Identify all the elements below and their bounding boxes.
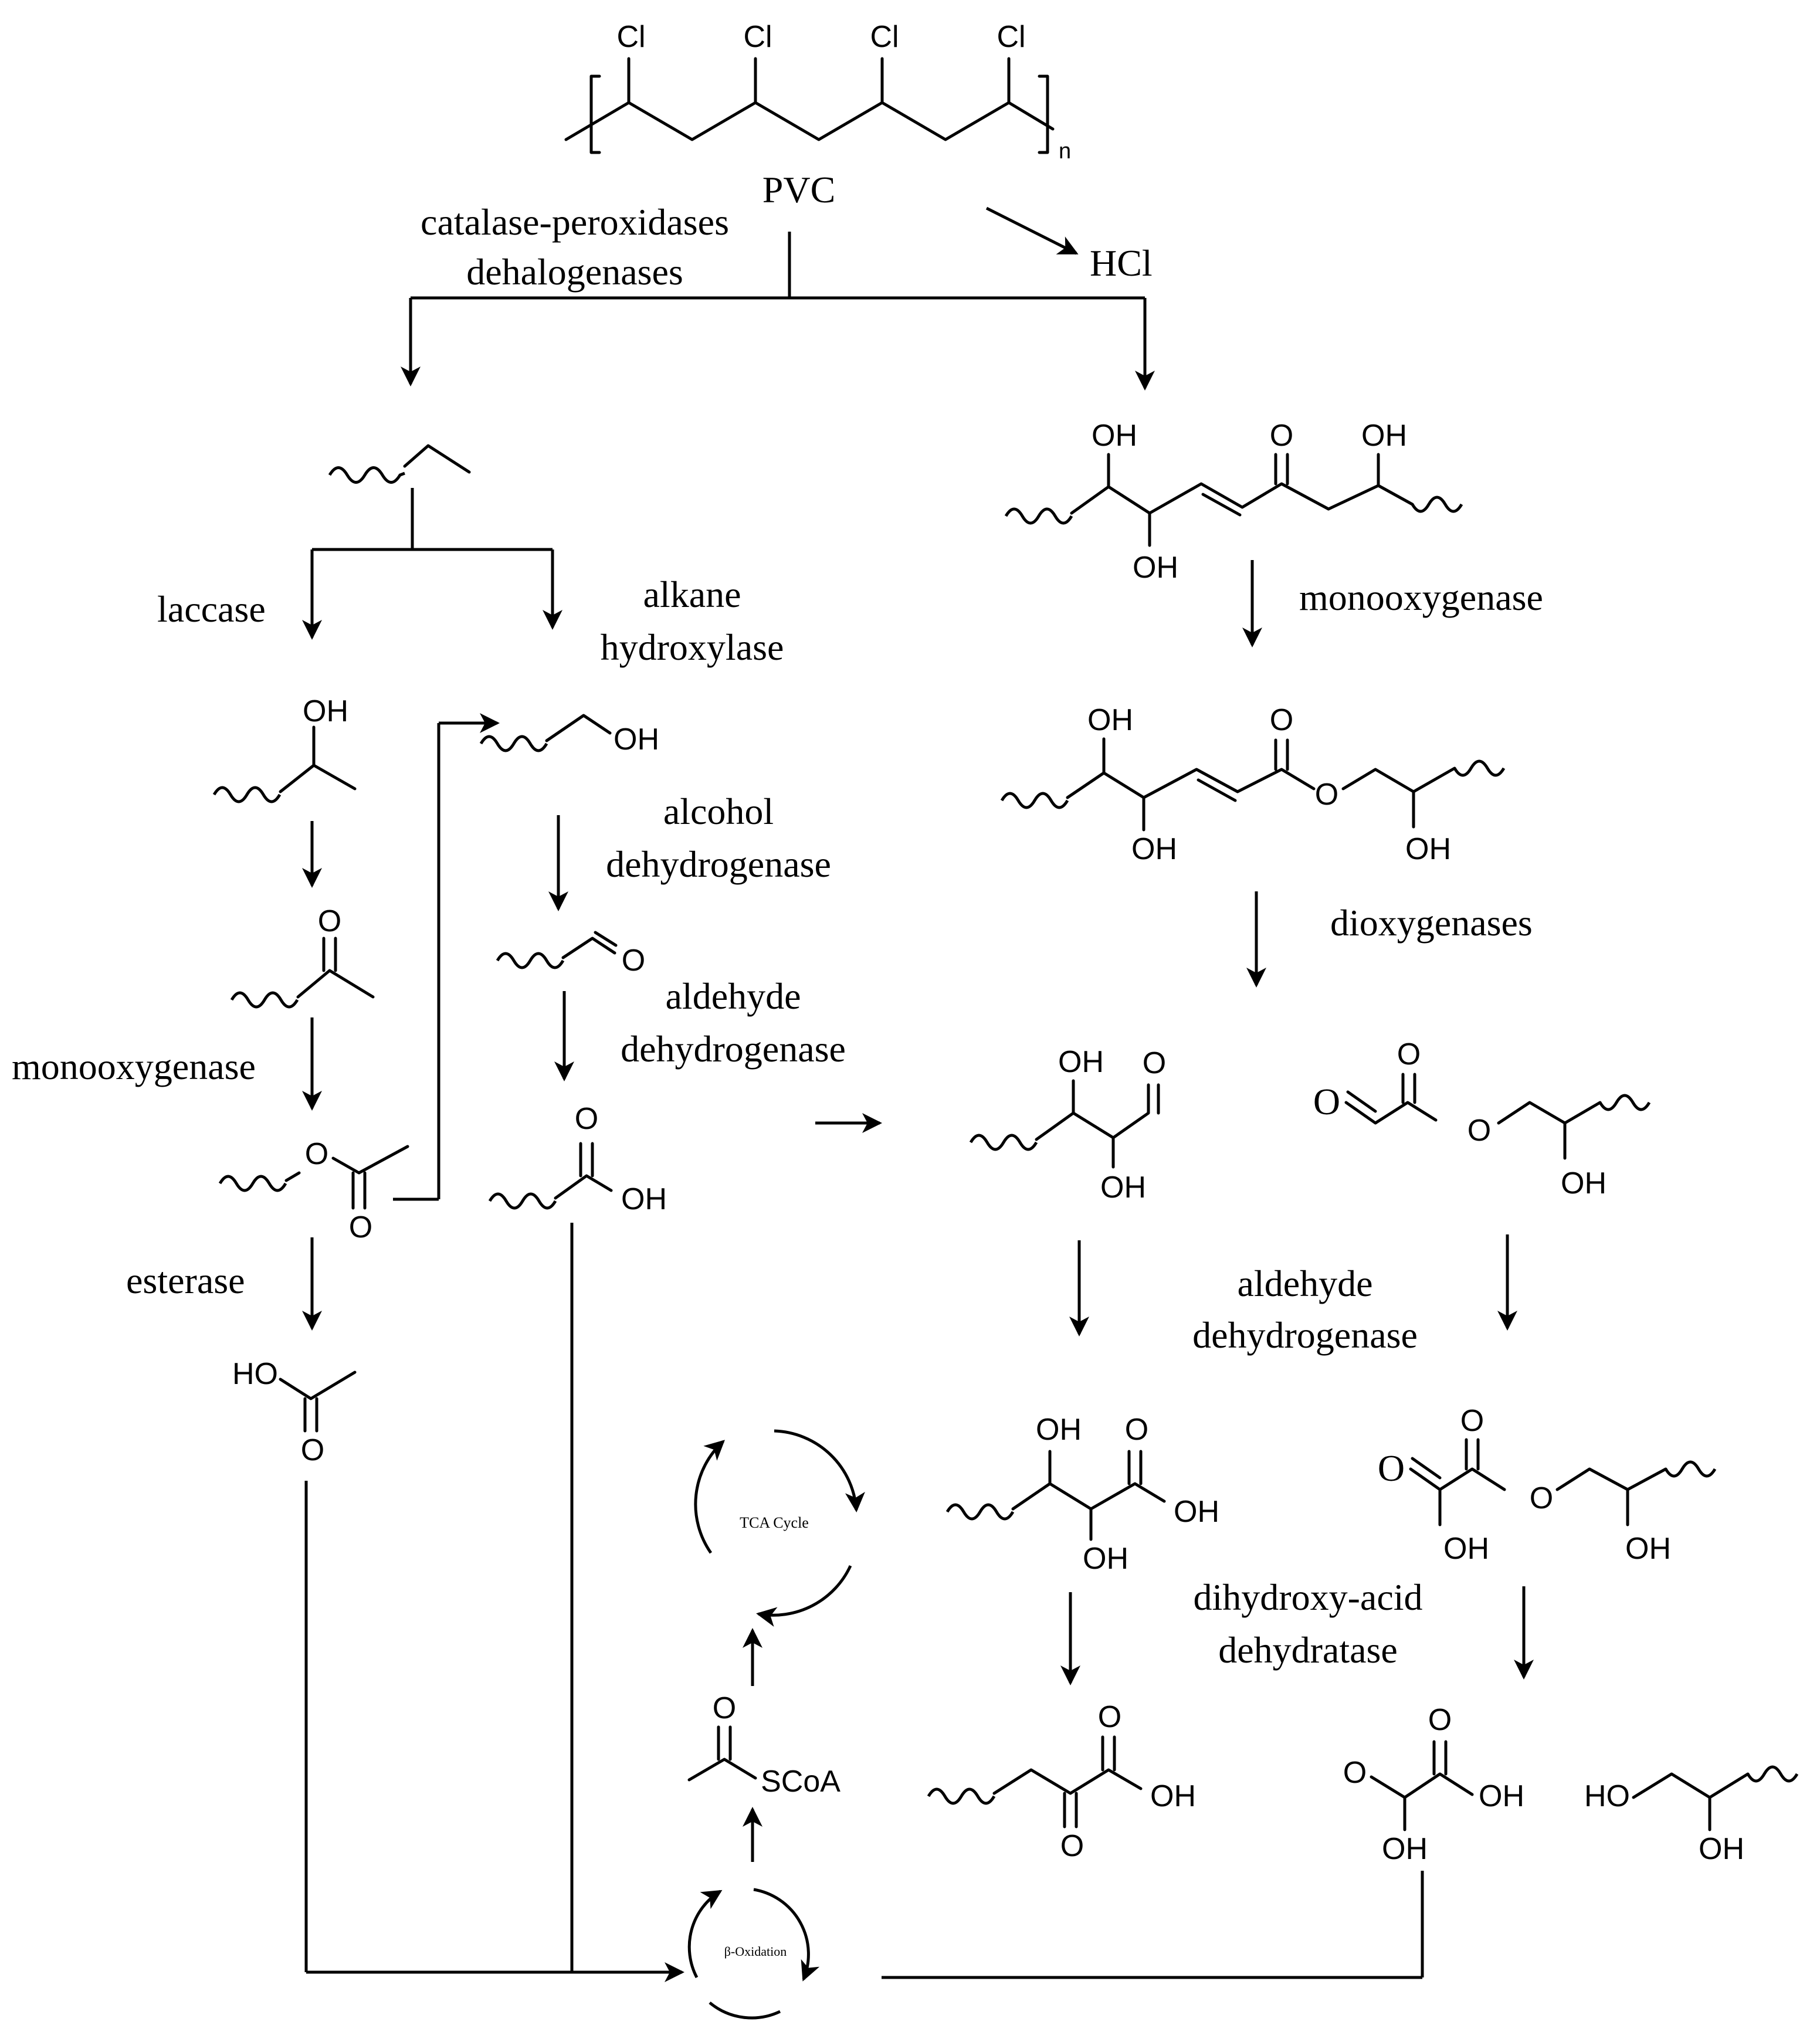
o-label: O: [318, 904, 341, 938]
ester-chain-carbonyl-o: O: [1270, 703, 1293, 737]
tca-cycle-label: TCA Cycle: [740, 1514, 809, 1531]
keto-acid-o-label: O: [1098, 1700, 1121, 1734]
oxalate-ester-structure: O O O OH OH: [1378, 1404, 1717, 1566]
ketone-structure: O: [230, 904, 375, 1009]
oh-label: OH: [303, 694, 348, 728]
diol-acid-oh-2: OH: [1083, 1542, 1128, 1576]
diol-acid-o: O: [1125, 1413, 1148, 1447]
enzyme-alcohol: alcohol: [663, 791, 774, 832]
enzyme-hydroxylase: hydroxylase: [601, 626, 784, 668]
acetyl-coa-structure: O SCoA: [687, 1691, 840, 1799]
keto-acid-oh-label: OH: [1150, 1779, 1196, 1813]
enzyme-catalase-peroxidases: catalase-peroxidases: [421, 201, 729, 243]
oxalate-oh-1: OH: [1443, 1532, 1489, 1566]
acetyl-o-label: O: [713, 1691, 736, 1725]
enzyme-aldehyde-right-dehydrogenase: dehydrogenase: [1192, 1314, 1418, 1356]
ester-to-alcohol-connector: [393, 713, 500, 1201]
tca-cycle: TCA Cycle: [694, 1429, 865, 1627]
oxidized-oh-1: OH: [1092, 419, 1137, 453]
oxidized-o: O: [1270, 419, 1293, 453]
alkyl-chain-fragment: [328, 444, 471, 484]
oxalate-oh-2: OH: [1625, 1532, 1671, 1566]
oxidized-pvc-structure: OH OH O OH: [1004, 419, 1463, 585]
carboxylic-acid-structure: O OH: [488, 1102, 667, 1216]
beta-oxidation-cycle: β-Oxidation: [687, 1888, 820, 2020]
secondary-alcohol-structure: OH: [212, 694, 357, 803]
enzyme-aldehyde-right: aldehyde: [1238, 1263, 1373, 1304]
aldehyde-o-label: O: [622, 944, 645, 978]
glyoxylate-ester-structure: O O O OH: [1313, 1037, 1651, 1200]
aldehyde-structure: O: [496, 931, 645, 978]
pvc-structure: Cl Cl Cl Cl n: [564, 20, 1071, 164]
oxalic-oh-label-2: OH: [1382, 1832, 1428, 1866]
dihydroxy-aldehyde-structure: OH OH O: [969, 1045, 1166, 1205]
enzyme-alkane: alkane: [643, 574, 741, 615]
ester-chain-oh-1: OH: [1087, 703, 1133, 737]
bottom-collector-lines: [304, 1223, 1424, 1982]
oxalic-acid-structure: O O OH OH: [1343, 1703, 1524, 1866]
diol-fragment-structure: HO OH: [1584, 1765, 1799, 1866]
enzyme-dioxygenases: dioxygenases: [1330, 902, 1533, 944]
unsaturated-ester-structure: OH OH O O OH: [1000, 703, 1506, 866]
enzyme-dehalogenases: dehalogenases: [466, 251, 683, 293]
cooh-oh-label: OH: [621, 1182, 667, 1216]
repeat-subscript: n: [1059, 139, 1071, 164]
aldehyde-chain-oh-2: OH: [1100, 1171, 1146, 1205]
ho-label: HO: [232, 1357, 278, 1391]
ester-chain-ether-o: O: [1315, 778, 1338, 812]
chlorine-atom-2: Cl: [743, 20, 772, 54]
enzyme-dehydratase: dehydratase: [1218, 1629, 1398, 1671]
oxidized-oh-3: OH: [1361, 419, 1407, 453]
diol-oh-label: OH: [1699, 1832, 1744, 1866]
carbonyl-o-label: O: [349, 1210, 372, 1244]
keto-acid-structure: O O OH: [927, 1700, 1196, 1863]
oxalate-carbonyl-o: O: [1460, 1404, 1484, 1438]
keto-o-label: O: [1060, 1829, 1084, 1863]
cooh-o-label: O: [575, 1102, 598, 1136]
enzyme-monooxygenase-right: monooxygenase: [1299, 576, 1543, 618]
ester-o-label: O: [305, 1137, 328, 1171]
chlorine-atom-4: Cl: [997, 20, 1025, 54]
oxalate-o-label: O: [1378, 1447, 1405, 1489]
pvc-label: PVC: [762, 169, 836, 211]
diol-ho-label: HO: [1584, 1779, 1630, 1813]
hcl-arrow: [985, 206, 1079, 255]
aldehyde-chain-o: O: [1143, 1046, 1166, 1080]
enzyme-aldehyde: aldehyde: [666, 975, 801, 1017]
alcohol-oh-label: OH: [614, 722, 659, 757]
aldehyde-chain-oh-1: OH: [1058, 1045, 1104, 1079]
acid-o-label: O: [301, 1433, 324, 1467]
ester-chain-oh-2: OH: [1131, 832, 1177, 866]
oxidized-oh-2: OH: [1133, 551, 1178, 585]
glyoxylate-o-label: O: [1313, 1081, 1340, 1122]
enzyme-esterase: esterase: [126, 1260, 245, 1301]
oxalic-oh-label-1: OH: [1479, 1779, 1524, 1813]
diol-acid-oh-3: OH: [1174, 1495, 1219, 1529]
enzyme-laccase: laccase: [157, 588, 266, 630]
scoa-label: SCoA: [761, 1765, 840, 1799]
chlorine-atom-3: Cl: [870, 20, 899, 54]
glyoxylate-ether-o: O: [1467, 1114, 1491, 1148]
ester-chain-oh-3: OH: [1405, 832, 1451, 866]
oxalic-o-label-1: O: [1343, 1756, 1367, 1790]
acetic-acid-structure: HO O: [232, 1357, 357, 1467]
hcl-label: HCl: [1090, 242, 1153, 284]
pvc-split-connector: [401, 232, 1155, 391]
ester-structure: O O: [218, 1137, 409, 1244]
enzyme-alcohol-dehydrogenase: dehydrogenase: [606, 843, 831, 885]
chlorine-atom-1: Cl: [616, 20, 645, 54]
dihydroxy-acid-structure: OH OH O OH: [945, 1413, 1219, 1576]
enzyme-dihydroxy-acid: dihydroxy-acid: [1194, 1576, 1423, 1618]
enzyme-aldehyde-dehydrogenase: dehydrogenase: [621, 1028, 846, 1070]
beta-oxidation-label: β-Oxidation: [724, 1944, 787, 1959]
enzyme-monooxygenase-left: monooxygenase: [12, 1046, 256, 1087]
glyoxylate-oh: OH: [1561, 1166, 1607, 1200]
left-split-connector: [302, 488, 562, 640]
diol-acid-oh-1: OH: [1036, 1413, 1082, 1447]
primary-alcohol-structure: OH: [479, 714, 659, 757]
oxalic-o-label-2: O: [1428, 1703, 1452, 1737]
oxalate-ether-o: O: [1530, 1481, 1553, 1515]
glyoxylate-carbonyl-o: O: [1397, 1037, 1421, 1071]
